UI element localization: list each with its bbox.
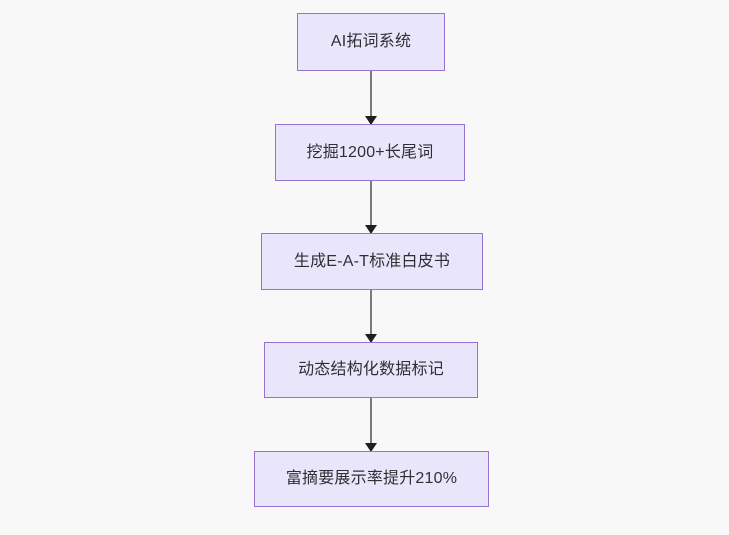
- flowchart-node-1-label: AI拓词系统: [330, 33, 412, 50]
- arrow-down-icon: [365, 225, 377, 234]
- arrow-down-icon: [365, 116, 377, 125]
- arrow-down-icon: [365, 334, 377, 343]
- flowchart-node-1[interactable]: AI拓词系统: [297, 13, 445, 71]
- flowchart-edge-2: [365, 181, 377, 234]
- flowchart-node-2[interactable]: 挖掘1200+长尾词: [275, 124, 465, 181]
- flowchart-node-3[interactable]: 生成E-A-T标准白皮书: [261, 233, 483, 290]
- flowchart-node-3-label: 生成E-A-T标准白皮书: [293, 252, 451, 270]
- flowchart-edge-4: [365, 398, 377, 452]
- flowchart-node-2-label: 挖掘1200+长尾词: [306, 143, 434, 161]
- flowchart-node-5[interactable]: 富摘要展示率提升210%: [254, 451, 489, 507]
- flowchart-node-4[interactable]: 动态结构化数据标记: [264, 342, 478, 398]
- flowchart-node-4-label: 动态结构化数据标记: [298, 361, 444, 378]
- flowchart-edge-3: [365, 290, 377, 343]
- flowchart-node-5-label: 富摘要展示率提升210%: [285, 470, 458, 487]
- flowchart-edge-1: [365, 71, 377, 125]
- arrow-down-icon: [365, 443, 377, 452]
